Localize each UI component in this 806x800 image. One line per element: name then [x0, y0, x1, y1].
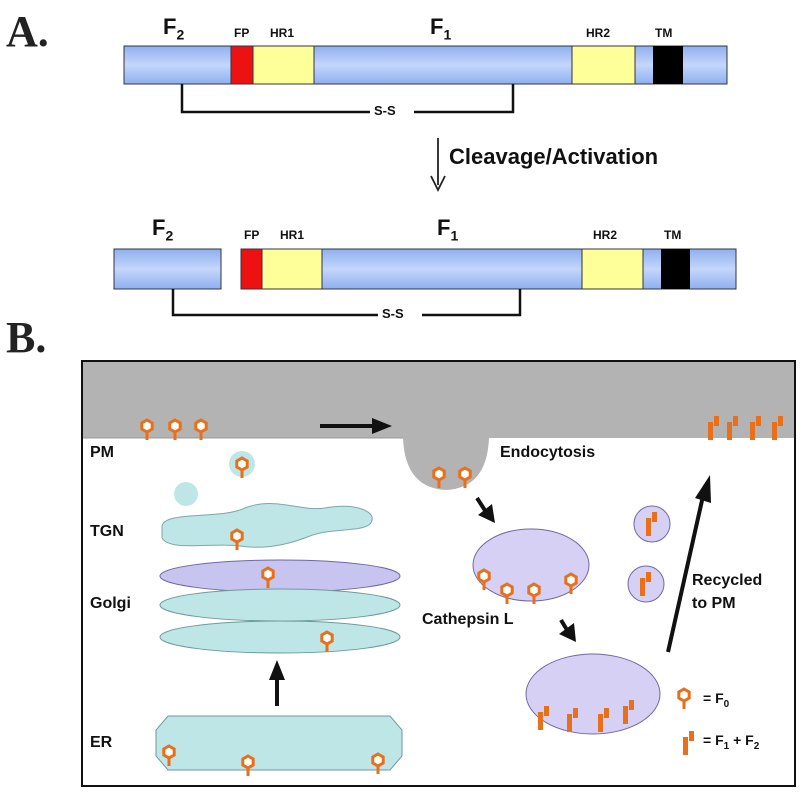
tgn-label: TGN: [90, 523, 124, 540]
bottom-f2-label: F2: [152, 215, 174, 244]
top-ss-label: S-S: [374, 103, 396, 118]
endosome-1: [472, 528, 590, 602]
cleaved-hr2-region: [581, 248, 644, 290]
tm-region: [653, 46, 683, 84]
recycling-vesicle-2: [627, 565, 665, 603]
top-f2-label: F2: [163, 14, 185, 43]
cathepsin-arrow: [559, 618, 576, 642]
legend-f0-label: = F0: [703, 690, 730, 710]
top-hr2-label: HR2: [586, 26, 611, 40]
golgi-cisterna-1: [159, 559, 401, 593]
secretory-vesicle-2: [174, 482, 198, 506]
endocytosis-label: Endocytosis: [500, 444, 596, 461]
tgn-compartment: [161, 502, 373, 548]
f2-fragment-bar: [113, 248, 222, 290]
golgi-cisterna-2: [159, 588, 401, 622]
golgi-cisterna-3: [159, 620, 401, 654]
endosome-2: [525, 653, 661, 735]
er-compartment: [155, 715, 403, 771]
panel-a-letter: A.: [6, 7, 49, 56]
panel-a-diagram: [113, 45, 737, 323]
cleaved-bars: [113, 248, 737, 323]
recycling-arrow: [666, 475, 711, 653]
legend-f12-label: = F1 + F2: [703, 732, 760, 752]
recycled-label: Recycled: [692, 572, 763, 589]
cleaved-tm-region: [661, 249, 690, 289]
cleavage-arrow: [430, 138, 446, 193]
recycled-label-2: to PM: [692, 595, 736, 612]
top-tm-label: TM: [655, 26, 673, 40]
recycling-vesicle-1: [633, 505, 671, 543]
panel-b-letter: B.: [6, 313, 47, 362]
plasma-membrane: [83, 362, 794, 490]
f1-fragment-bar: [240, 248, 737, 290]
cleaved-hr1-region: [261, 248, 323, 290]
bottom-hr1-label: HR1: [280, 228, 305, 242]
hr1-region: [252, 45, 315, 85]
top-f1-label: F1: [430, 14, 452, 43]
bottom-ss-label: S-S: [382, 306, 404, 321]
top-fp-label: FP: [234, 26, 250, 40]
pm-arrow: [320, 418, 392, 434]
er-label: ER: [90, 734, 113, 751]
golgi-label: Golgi: [90, 595, 131, 612]
endocytosis-arrow: [475, 496, 495, 523]
cathepsin-label: Cathepsin L: [422, 611, 514, 628]
bottom-tm-label: TM: [664, 228, 682, 242]
hr2-region: [571, 45, 636, 85]
er-to-golgi-arrow: [269, 660, 285, 706]
bottom-hr2-label: HR2: [593, 228, 618, 242]
precursor-bar: [123, 45, 728, 120]
top-hr1-label: HR1: [270, 26, 295, 40]
cleaved-disulfide-line: [171, 289, 522, 317]
bottom-fp-label: FP: [244, 228, 260, 242]
bottom-f1-label: F1: [437, 215, 459, 244]
pm-label: PM: [90, 444, 114, 461]
disulfide-bond-line: [180, 84, 515, 114]
cleavage-activation-label: Cleavage/Activation: [449, 144, 659, 169]
